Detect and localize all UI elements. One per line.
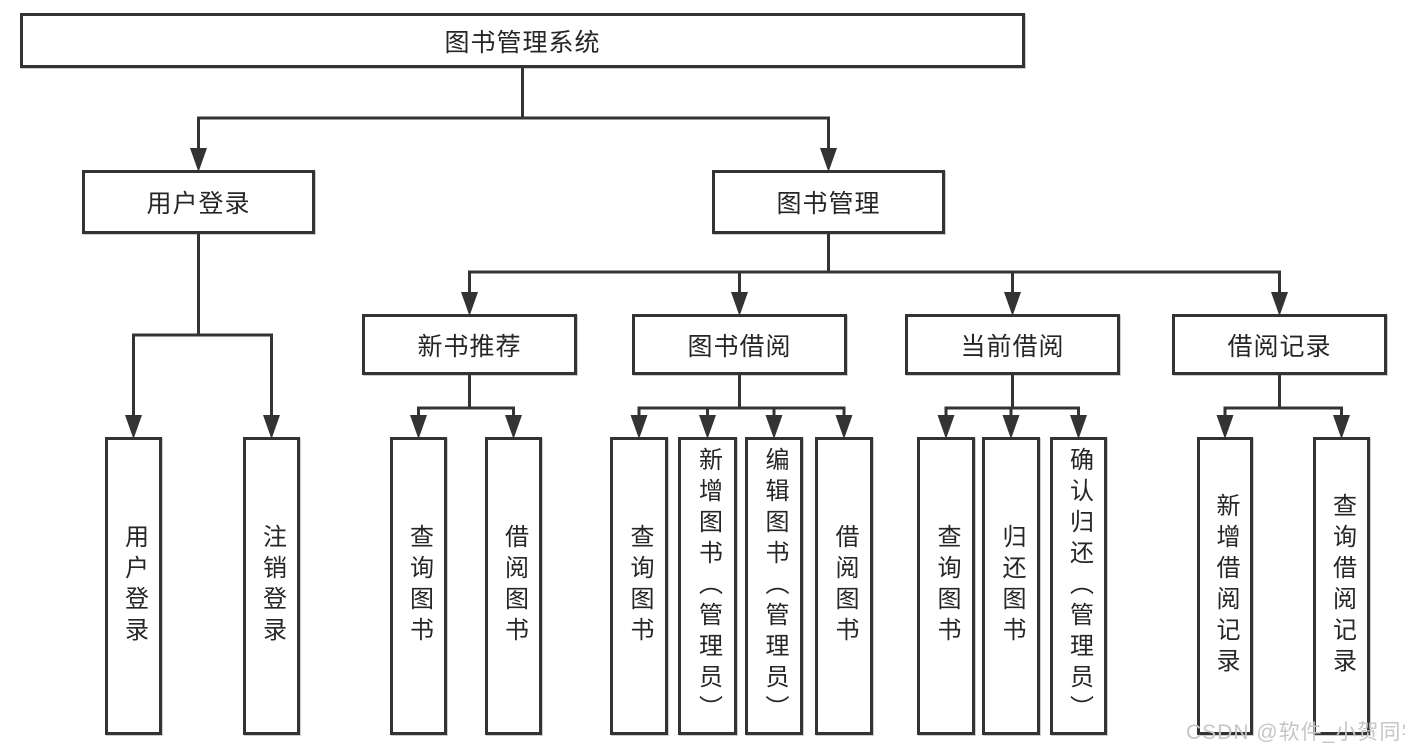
node-label-borrow-rec: 借阅记录 [1227,332,1332,361]
node-label-user-login: 用户登录 [146,190,251,218]
node-label-bb-borrow: 借阅图书 [831,524,858,648]
arrowhead-icon [1004,292,1021,316]
node-label-book-mgmt: 图书管理 [776,190,881,218]
node-box-book-borrow: 图书借阅 [632,314,847,375]
node-box-root: 图书管理系统 [20,13,1025,68]
arrowhead-icon [1002,415,1020,439]
node-label-br-query: 查询借阅记录 [1328,493,1356,679]
node-box-ul-logout: 注销登录 [243,437,300,735]
node-label-new-book-rec: 新书推荐 [417,332,522,361]
node-box-ul-login: 用户登录 [105,437,162,735]
node-box-nbr-query: 查询图书 [390,437,447,735]
arrowhead-icon [190,148,207,172]
node-label-cb-confirm: 确认归还（管理员） [1065,446,1093,726]
arrowhead-icon [765,415,783,439]
node-label-root: 图书管理系统 [444,28,601,57]
node-box-br-add: 新增借阅记录 [1197,437,1253,735]
node-box-bb-add: 新增图书（管理员） [678,437,737,735]
arrowhead-icon [263,415,280,439]
node-label-cb-return: 归还图书 [998,524,1025,648]
arrowhead-icon [505,415,522,439]
arrowhead-icon [1070,415,1087,439]
arrowhead-icon [630,415,648,439]
node-box-cur-borrow: 当前借阅 [905,314,1120,375]
node-label-ul-login: 用户登录 [120,524,148,648]
node-box-cb-query: 查询图书 [917,437,975,735]
node-box-borrow-rec: 借阅记录 [1172,314,1387,375]
arrowhead-icon [1333,415,1350,439]
node-box-book-mgmt: 图书管理 [712,170,945,234]
node-box-user-login: 用户登录 [82,170,315,234]
node-label-cb-query: 查询图书 [933,524,960,648]
arrowhead-icon [820,148,837,172]
arrowhead-icon [1216,415,1234,439]
node-box-nbr-borrow: 借阅图书 [485,437,542,735]
arrowhead-icon [699,415,716,439]
arrowhead-icon [835,415,853,439]
node-box-bb-edit: 编辑图书（管理员） [745,437,803,735]
node-label-bb-query: 查询图书 [626,524,653,648]
node-box-bb-borrow: 借阅图书 [815,437,873,735]
node-label-nbr-borrow: 借阅图书 [500,524,528,648]
node-label-bb-add: 新增图书（管理员） [694,446,722,726]
node-box-br-query: 查询借阅记录 [1313,437,1370,735]
node-box-new-book-rec: 新书推荐 [362,314,577,375]
node-box-bb-query: 查询图书 [610,437,668,735]
arrowhead-icon [461,292,478,316]
node-label-nbr-query: 查询图书 [405,524,433,648]
node-box-cb-confirm: 确认归还（管理员） [1050,437,1107,735]
arrowhead-icon [731,292,748,316]
node-label-book-borrow: 图书借阅 [687,332,792,361]
arrowhead-icon [1271,292,1288,316]
arrowhead-icon [937,415,955,439]
node-label-ul-logout: 注销登录 [258,524,286,648]
arrowhead-icon [125,415,142,439]
arrowhead-icon [410,415,427,439]
watermark-text: CSDN @软件_小贺同学 [1186,721,1405,744]
node-label-bb-edit: 编辑图书（管理员） [761,446,788,726]
node-label-cur-borrow: 当前借阅 [960,332,1065,361]
node-label-br-add: 新增借阅记录 [1212,493,1239,679]
node-box-cb-return: 归还图书 [982,437,1040,735]
